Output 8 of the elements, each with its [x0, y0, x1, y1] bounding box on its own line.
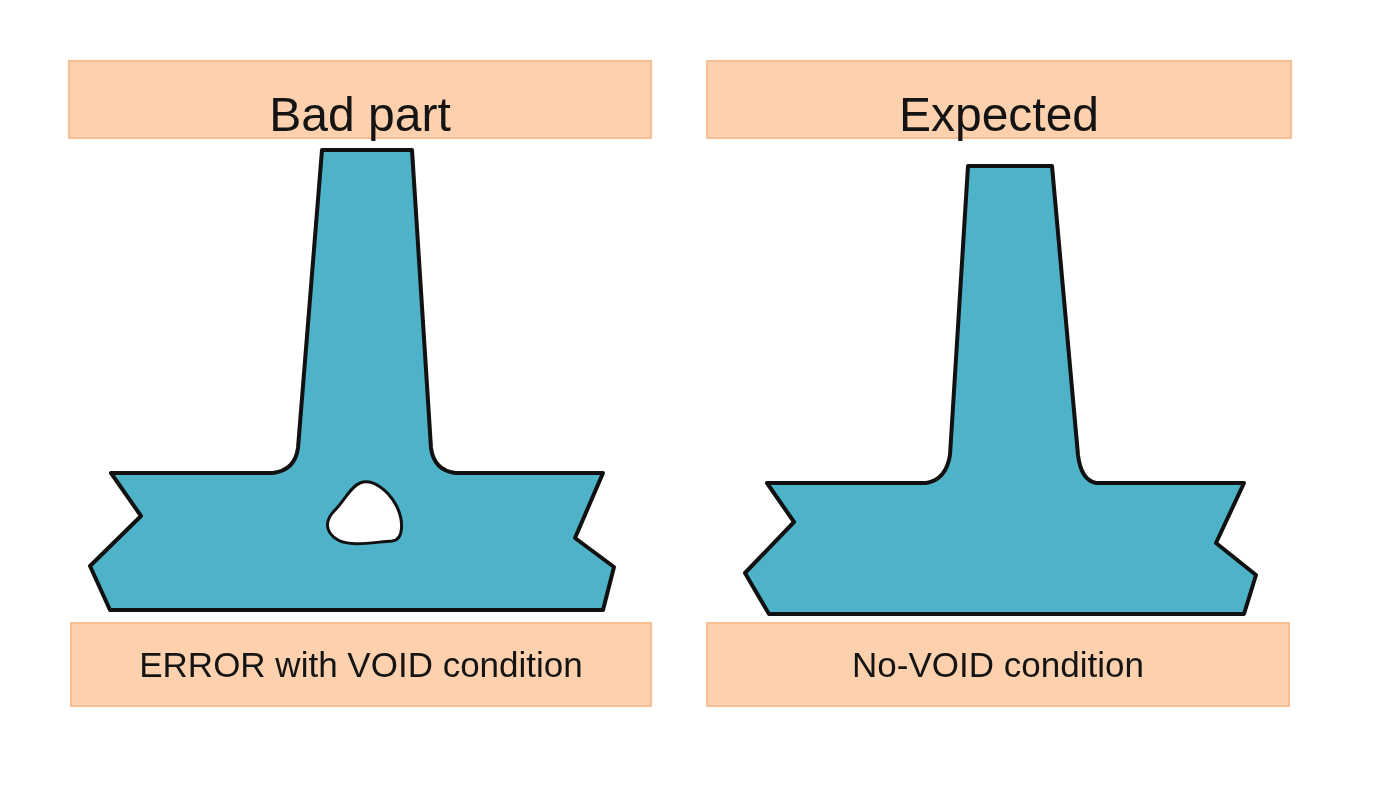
caption-band: [706, 622, 1290, 707]
heading-band: [68, 60, 652, 139]
caption-text: No-VOID condition: [852, 647, 1144, 682]
heading-text: Expected: [898, 91, 1100, 139]
heading-text: Bad part: [269, 91, 451, 139]
heading-band: [706, 60, 1292, 139]
caption-band: [70, 622, 652, 707]
caption-text: ERROR with VOID condition: [139, 647, 583, 682]
